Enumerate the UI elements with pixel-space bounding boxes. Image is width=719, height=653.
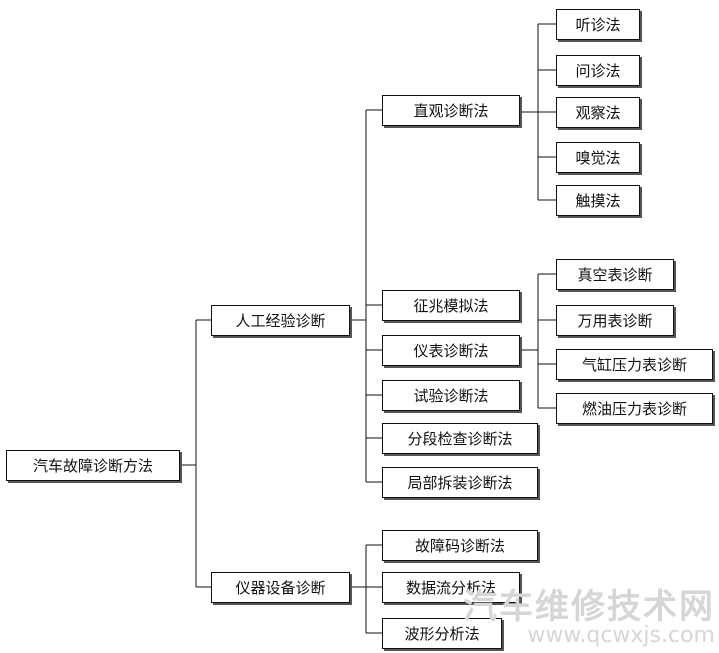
inquiry-node: 问诊法 — [556, 55, 640, 86]
waveform-node: 波形分析法 — [382, 618, 502, 649]
listening-node: 听诊法 — [556, 9, 640, 40]
watermark-text: 汽车维修技术网 — [463, 587, 715, 627]
vacuum-gauge-node: 真空表诊断 — [556, 259, 674, 290]
watermark-url: www.qcwxjs.com — [527, 623, 715, 648]
manual-diagnosis-node: 人工经验诊断 — [211, 305, 350, 336]
device-diagnosis-node: 仪器设备诊断 — [211, 572, 350, 603]
watermark: 汽车维修技术网 www.qcwxjs.com — [463, 589, 715, 647]
test-diagnosis-node: 试验诊断法 — [382, 380, 520, 411]
fuel-pressure-node: 燃油压力表诊断 — [556, 393, 713, 424]
visual-diagnosis-node: 直观诊断法 — [382, 95, 520, 126]
smell-node: 嗅觉法 — [556, 142, 640, 173]
root-node: 汽车故障诊断方法 — [6, 450, 180, 481]
partial-disassembly-node: 局部拆装诊断法 — [382, 467, 538, 498]
observation-node: 观察法 — [556, 97, 640, 128]
instrument-diagnosis-node: 仪表诊断法 — [382, 335, 520, 366]
touch-node: 触摸法 — [556, 185, 640, 216]
fault-code-node: 故障码诊断法 — [382, 530, 538, 561]
symptom-simulation-node: 征兆模拟法 — [382, 290, 520, 321]
multimeter-node: 万用表诊断 — [556, 305, 674, 336]
cylinder-pressure-node: 气缸压力表诊断 — [556, 349, 713, 380]
segment-check-node: 分段检查诊断法 — [382, 423, 538, 454]
data-stream-node: 数据流分析法 — [382, 572, 520, 603]
